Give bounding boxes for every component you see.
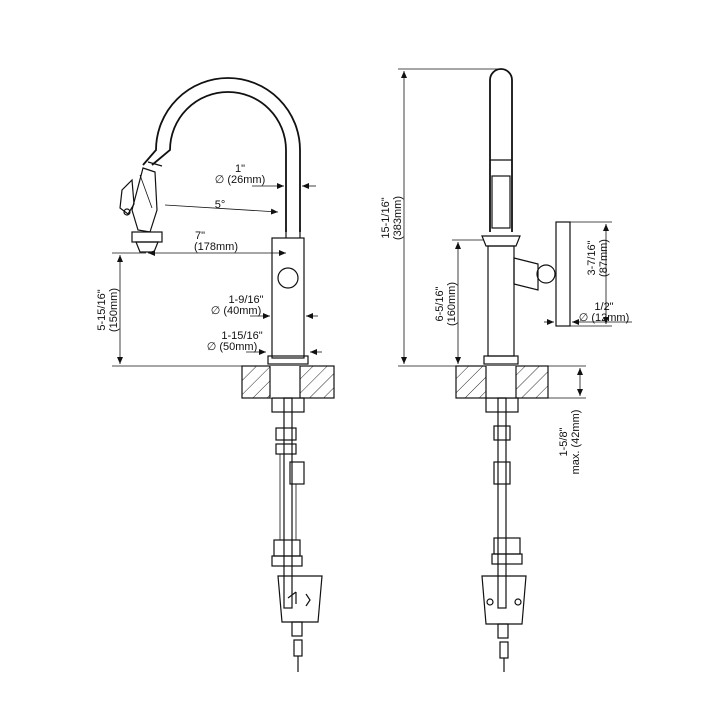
spout-reach-mm: (178mm) — [194, 241, 238, 253]
dimension-lines-front — [112, 174, 322, 367]
deck-thickness-mm: max. (42mm) — [570, 410, 582, 475]
body-height-inch: 6-5/16" — [434, 286, 446, 321]
handle-diameter-inch: 1/2" — [594, 301, 613, 313]
front-view: 1" ∅ (26mm) 5° 7" (178mm) 1-9/16" ∅ (40m… — [96, 77, 335, 672]
base-diameter-mm: ∅ (50mm) — [207, 341, 258, 353]
overall-height-mm: (383mm) — [392, 196, 404, 240]
side-view: 15-1/16" (383mm) 6-5/16" (160mm) 3-7/16"… — [380, 68, 632, 672]
faucet-body-side — [481, 68, 571, 365]
dimension-labels-front: 1" ∅ (26mm) 5° 7" (178mm) 1-9/16" ∅ (40m… — [96, 163, 265, 353]
body-diameter-inch: 1-9/16" — [228, 294, 263, 306]
body-height-mm: (160mm) — [446, 282, 458, 326]
handle-height-mm: (87mm) — [598, 239, 610, 277]
dimension-lines-side — [398, 68, 632, 399]
gooseneck-spout — [119, 77, 301, 253]
counterweight-front — [277, 575, 323, 672]
spray-angle-label: 5° — [215, 199, 226, 211]
body-diameter-mm: ∅ (40mm) — [211, 305, 262, 317]
spout-reach-inch: 7" — [195, 230, 205, 242]
deck-thickness-inch: 1-5/8" — [558, 427, 570, 456]
counterweight-side — [481, 575, 527, 672]
aerator-height-mm: (150mm) — [108, 288, 120, 332]
handle-height-inch: 3-7/16" — [586, 240, 598, 275]
countertop-side — [455, 365, 549, 399]
faucet-body-front — [267, 228, 309, 365]
aerator-height-inch: 5-15/16" — [96, 289, 108, 330]
spout-diameter-inch: 1" — [235, 163, 245, 175]
handle-diameter-mm: ∅ (12mm) — [579, 312, 630, 324]
supply-hoses-front — [271, 397, 305, 609]
dimension-labels-side: 15-1/16" (383mm) 6-5/16" (160mm) 3-7/16"… — [380, 196, 629, 474]
supply-hoses-side — [485, 397, 523, 609]
spout-diameter-mm: ∅ (26mm) — [215, 174, 266, 186]
countertop-front — [241, 365, 335, 399]
base-diameter-inch: 1-15/16" — [221, 330, 262, 342]
overall-height-inch: 15-1/16" — [380, 197, 392, 238]
